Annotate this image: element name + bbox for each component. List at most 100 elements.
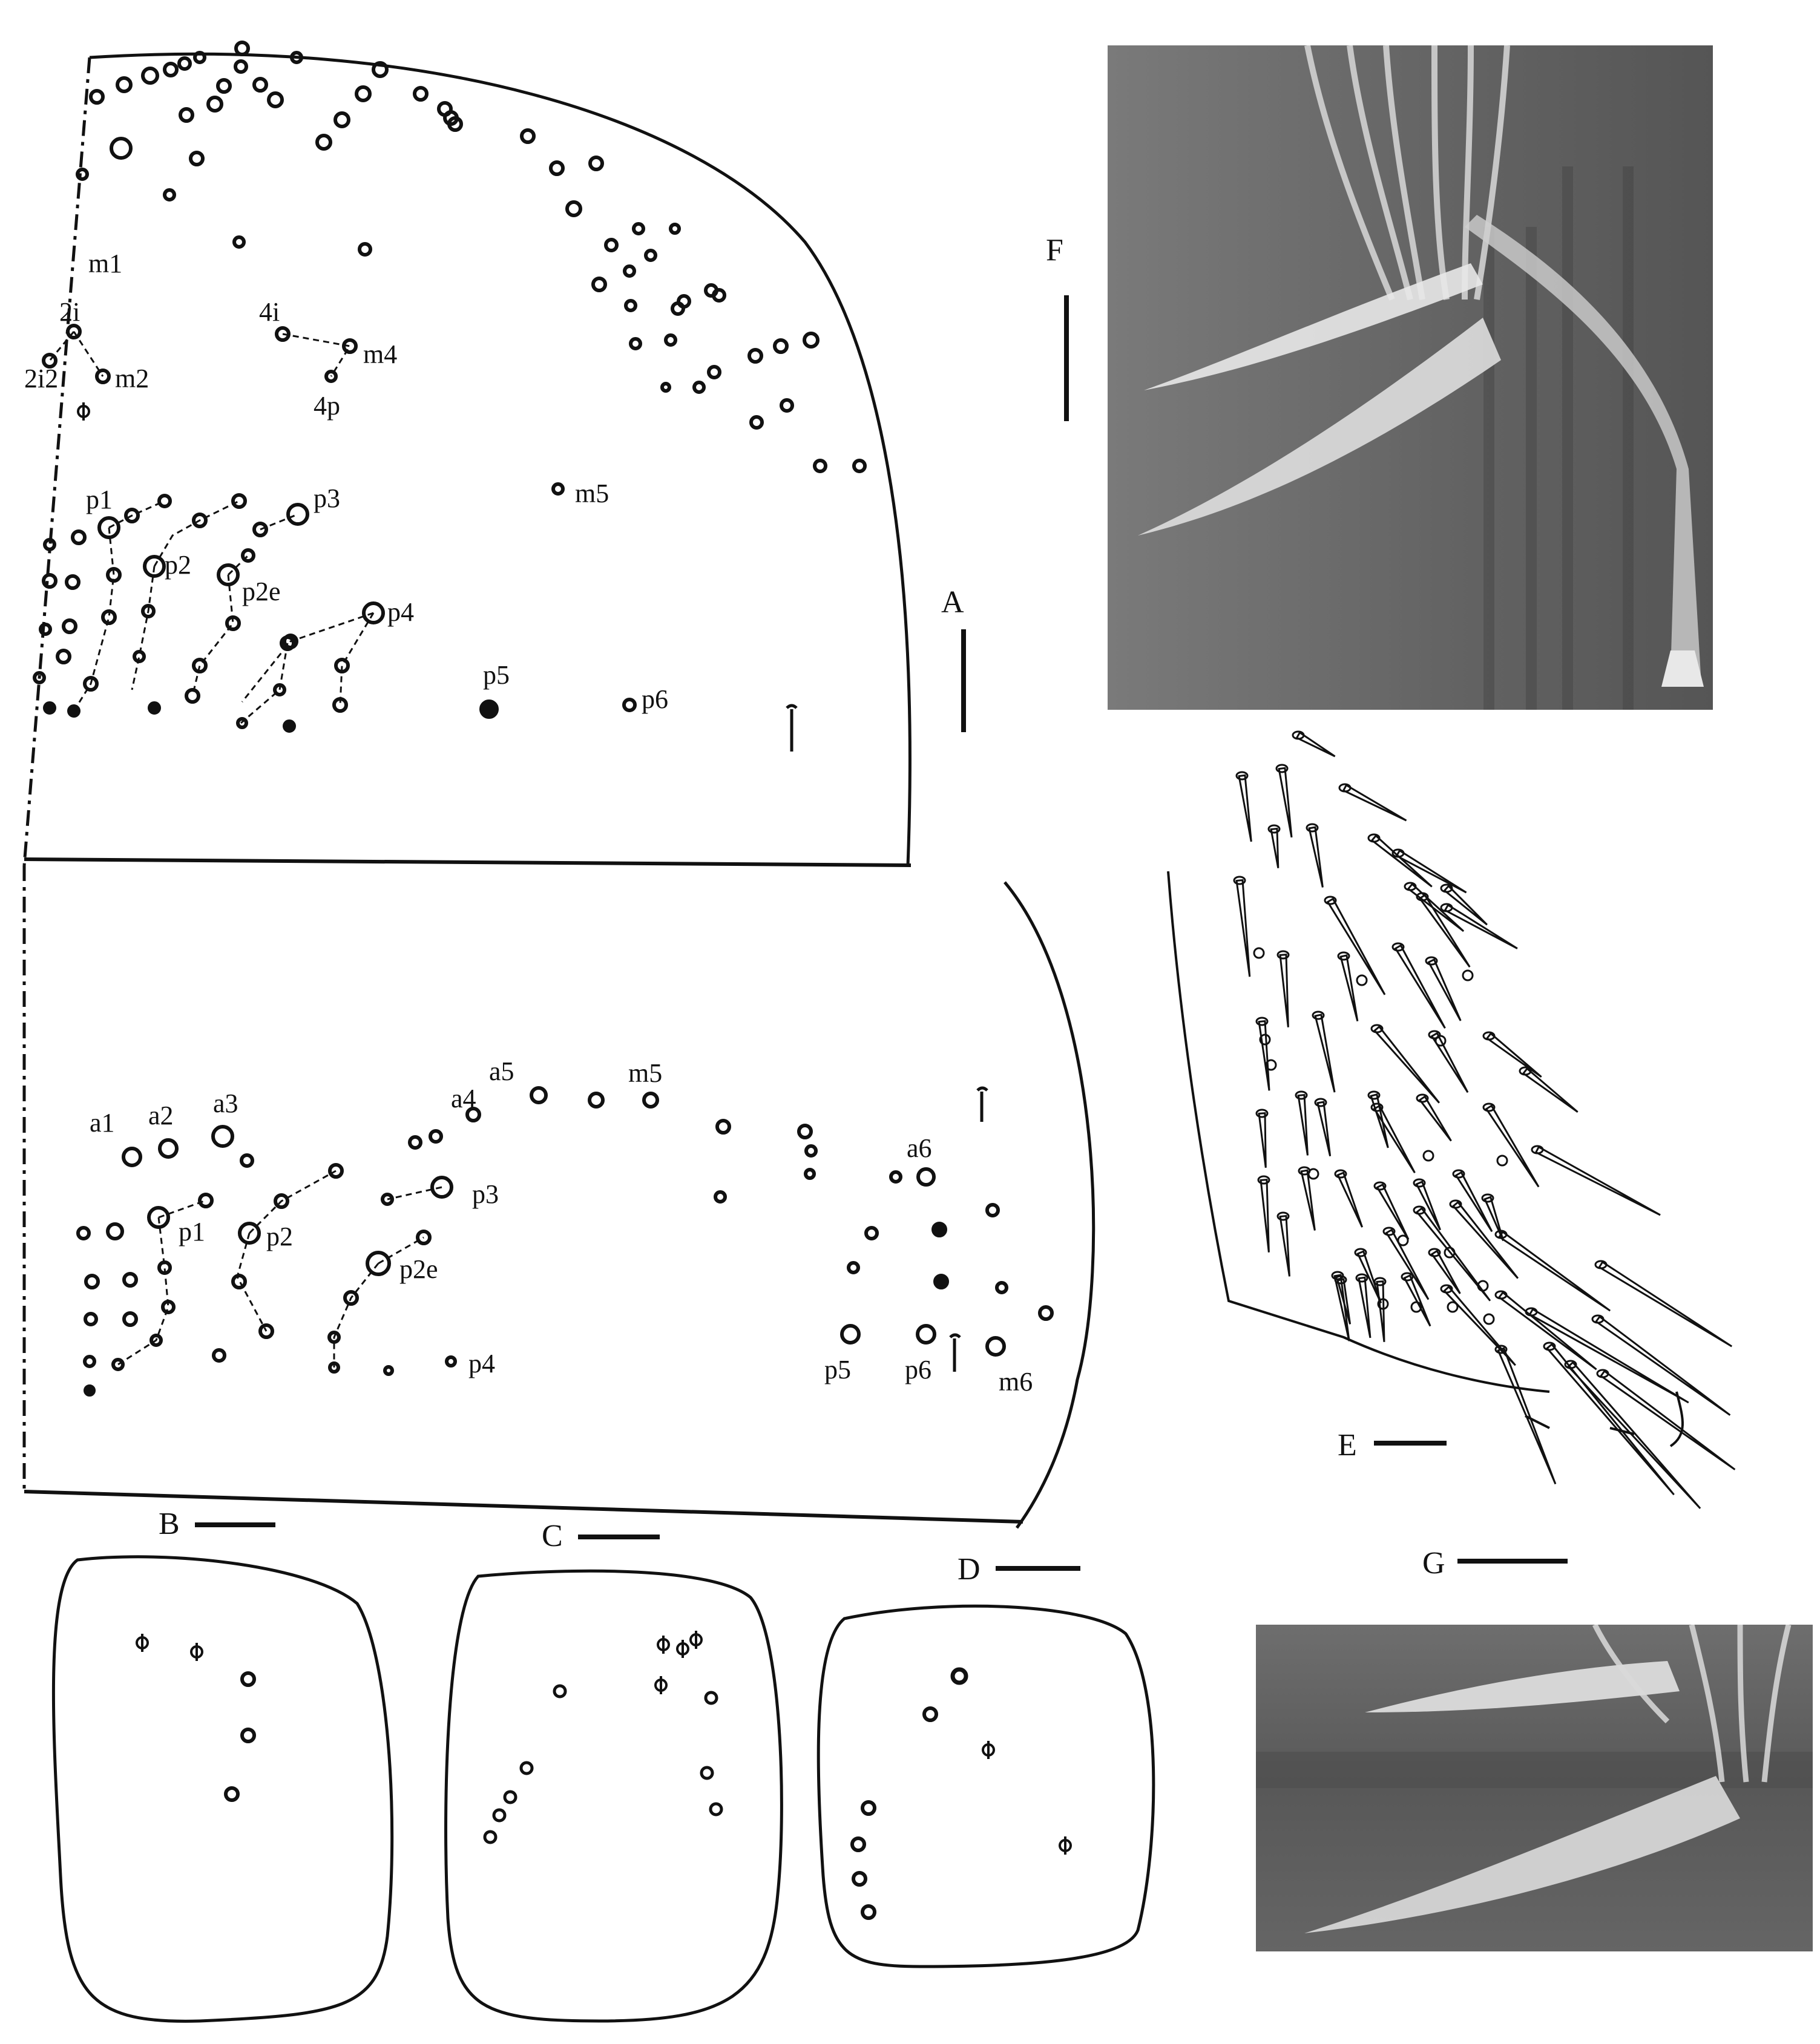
chaeta-ring [624, 299, 637, 312]
manubrial-chaeta [1312, 1011, 1336, 1093]
chaeta-ring [143, 555, 166, 578]
svg-text:a4: a4 [451, 1084, 476, 1113]
sem-image-f [1108, 45, 1713, 710]
tergite-outline-upper [89, 52, 912, 866]
chaeta-ring [707, 365, 721, 379]
manubrial-chaeta [1331, 1271, 1350, 1341]
manubrial-chaeta [1519, 1066, 1579, 1113]
chaeta-ring [39, 623, 52, 636]
chaeta-ring [840, 1324, 861, 1345]
chaeta-ring [366, 1251, 391, 1276]
manubrial-chaeta [1440, 903, 1518, 949]
chaeta-ring [780, 398, 794, 413]
chaeta-ring [1462, 969, 1474, 981]
chaeta-ring [803, 332, 820, 349]
chaeta-ring [286, 503, 309, 526]
chaeta-ring [549, 160, 565, 176]
svg-text:a1: a1 [90, 1108, 115, 1138]
chaeta-ring [408, 1135, 422, 1150]
manubrial-chaeta [1233, 876, 1251, 977]
manubrial-chaeta [1452, 1169, 1493, 1233]
manubrial-chaeta [1367, 833, 1433, 888]
manubrial-chaeta [1494, 1290, 1597, 1371]
chaeta-ring [629, 337, 642, 350]
svg-text:m4: m4 [363, 339, 397, 369]
chaeta-ring [1447, 1301, 1459, 1313]
manubrial-chaeta [1428, 1030, 1469, 1093]
svg-text:a3: a3 [213, 1089, 238, 1118]
chaeta-ring [664, 333, 677, 347]
panel-a-lower-connectors [117, 1170, 442, 1368]
chaeta-ring [916, 1167, 936, 1187]
svg-text:p2: p2 [165, 550, 191, 580]
panel-a-labels: m1 2i 2i2 m2 4i m4 4p m5 p1 p3 p2 p2e p4… [24, 249, 668, 714]
chaeta-ring [192, 658, 208, 673]
manubrial-chaeta [1428, 1248, 1461, 1294]
svg-text:B: B [159, 1507, 180, 1541]
chaeta-ring [62, 618, 77, 634]
chaeta-ring [813, 459, 827, 473]
manubrial-chaeta [1449, 1199, 1519, 1279]
svg-text:p1: p1 [86, 485, 113, 514]
scale-bar-a: A [786, 585, 966, 752]
chaeta-ring [217, 563, 240, 586]
chaeta-ring [234, 41, 250, 56]
chaeta-ring [343, 1290, 359, 1306]
chaeta-ring [84, 1312, 98, 1326]
chaeta-ring [42, 573, 57, 589]
chaeta-ring [42, 353, 57, 369]
chaeta-ring [804, 1168, 816, 1180]
manubrial-chaeta [1367, 1090, 1389, 1148]
chaeta-ring [1356, 974, 1368, 986]
manubrial-chaeta [1440, 883, 1488, 926]
manubrial-chaeta [1235, 771, 1252, 842]
svg-text:p5: p5 [824, 1355, 851, 1384]
svg-text:D: D [958, 1552, 981, 1587]
microchaeta-dot [479, 699, 499, 719]
chaeta-ring [280, 635, 295, 651]
chaeta-ring [623, 264, 636, 278]
manubrial-chaeta [1382, 1227, 1430, 1300]
panel-a-lower-chaetae [76, 1086, 1054, 1397]
chaeta-ring [267, 91, 284, 108]
svg-text:p6: p6 [905, 1355, 931, 1384]
manubrial-chaeta [1494, 1230, 1611, 1312]
chaeta-ring [106, 1222, 124, 1240]
chaeta-ring [76, 1226, 91, 1240]
chaeta-ring [1397, 1234, 1409, 1246]
chaeta-ring [158, 1138, 179, 1159]
chaeta-ring [116, 76, 133, 93]
chaeta-ring [236, 717, 248, 729]
svg-text:2i2: 2i2 [24, 364, 58, 393]
manubrial-chaeta [1276, 1211, 1290, 1277]
manubrial-chaeta [1413, 1178, 1441, 1231]
chaeta-ring [714, 1190, 727, 1204]
tergite-separator [24, 857, 912, 867]
manubrial-chaeta [1373, 1181, 1410, 1240]
chaeta-ring [149, 1334, 163, 1347]
chaeta-ring [83, 676, 99, 692]
manubrial-chaeta [1355, 1273, 1372, 1338]
chaeta-ring [355, 85, 372, 102]
chaeta-ring [163, 188, 176, 201]
chaeta-ring [193, 51, 206, 64]
chaeta-ring [110, 137, 133, 160]
manubrial-chaeta [1531, 1145, 1661, 1216]
manubrial-chaeta [1306, 823, 1324, 888]
chaeta-ring [413, 86, 429, 102]
manubrial-chaeta [1404, 882, 1465, 932]
chaeta-ring [189, 151, 205, 166]
chaeta-ring [669, 223, 681, 235]
manubrial-chaeta [1257, 1175, 1270, 1253]
svg-text:m2: m2 [115, 364, 149, 393]
chaeta-ring [852, 459, 867, 473]
chaeta-ring [234, 59, 248, 74]
chaeta-ring [797, 1124, 813, 1139]
svg-text:C: C [542, 1519, 563, 1553]
microchaeta-dot [84, 1384, 96, 1397]
chaeta-ring [995, 1281, 1008, 1294]
chaeta-ring [327, 1331, 341, 1344]
chaeta-ring [212, 1348, 226, 1363]
manubrial-chaeta [1591, 1314, 1731, 1416]
manubrial-chaeta [1594, 1260, 1733, 1348]
